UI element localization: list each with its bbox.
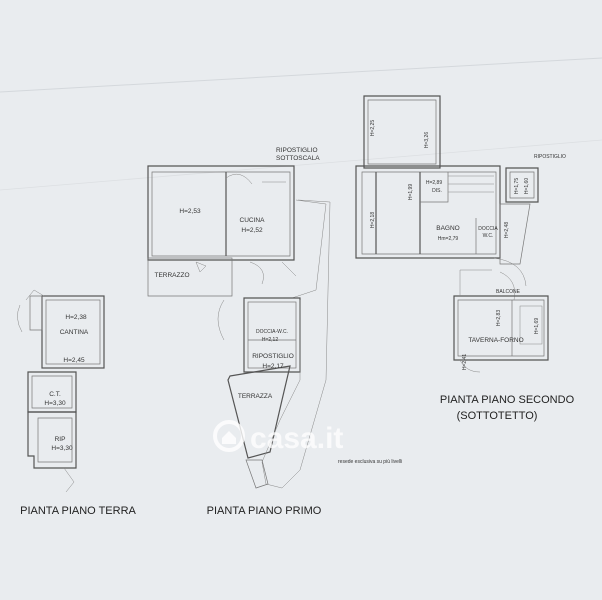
second-floor-title: PIANTA PIANO SECONDO xyxy=(440,394,575,406)
watermark-logo xyxy=(213,420,245,452)
cantina-height-bottom: H=2,45 xyxy=(63,357,85,364)
terrazza-label: TERRAZZA xyxy=(238,393,273,400)
doccia-second-label: DOCCIA xyxy=(478,226,498,232)
height-label-b: H=3,26 xyxy=(424,132,430,148)
terrazzo-label: TERRAZZO xyxy=(154,272,189,279)
second-floor-plan xyxy=(355,95,549,373)
height-label-i: H=1,75 xyxy=(514,178,520,194)
rip-label: RIP xyxy=(55,436,66,443)
second-floor-subtitle: (SOTTOTETTO) xyxy=(457,410,538,422)
height-label-f: H=2,83 xyxy=(496,310,502,326)
ripostiglio-sottoscala-label-1: RIPOSTIGLIO xyxy=(276,147,318,154)
height-label-j: H=1,60 xyxy=(524,178,530,194)
cucina-label: CUCINA xyxy=(240,217,266,224)
resede-note: resede esclusiva su più livelli xyxy=(338,459,402,465)
cantina-height-top: H=2,38 xyxy=(65,314,87,321)
height-label-e: H=2,48 xyxy=(504,222,510,238)
height-label-a: H=2,25 xyxy=(370,120,376,136)
taverna-forno-label: TAVERNA-FORNO xyxy=(468,337,523,344)
first-floor-plan xyxy=(147,165,331,489)
doccia-wc-second-label: W.C. xyxy=(483,233,494,239)
ct-label: C.T. xyxy=(49,391,61,398)
cantina-label: CANTINA xyxy=(60,329,89,336)
balcone-label: BALCONE xyxy=(496,289,521,295)
ripostiglio-sottoscala-label-2: SOTTOSCALA xyxy=(276,155,320,162)
doccia-wc-label: DOCCIA-W.C. xyxy=(256,329,288,335)
ripostiglio-height: H=2,17 xyxy=(262,363,284,370)
ct-height: H=3,30 xyxy=(44,400,66,407)
rip-height: H=3,30 xyxy=(51,445,73,452)
ripostiglio-label: RIPOSTIGLIO xyxy=(252,353,294,360)
doccia-wc-height: H=2,12 xyxy=(262,337,278,343)
ground-floor-title: PIANTA PIANO TERRA xyxy=(20,505,136,517)
height-label-h: H=2,41 xyxy=(462,354,468,370)
ripostiglio-second-label: RIPOSTIGLIO xyxy=(534,154,566,160)
height-label-c: H=1,99 xyxy=(408,184,414,200)
bagno-height: Hm=2,79 xyxy=(438,236,459,242)
height-label-g: H=1,69 xyxy=(534,318,540,334)
room-height-label: H=2,53 xyxy=(179,208,201,215)
ground-floor-plan xyxy=(17,289,105,493)
dis-label: DIS. xyxy=(432,188,442,194)
bagno-label: BAGNO xyxy=(436,225,459,232)
watermark-text: casa.it xyxy=(250,422,343,455)
dis-height: H=2,89 xyxy=(426,180,442,186)
height-label-d: H=2,18 xyxy=(370,212,376,228)
cucina-height: H=2,52 xyxy=(241,227,263,234)
first-floor-title: PIANTA PIANO PRIMO xyxy=(207,505,322,517)
